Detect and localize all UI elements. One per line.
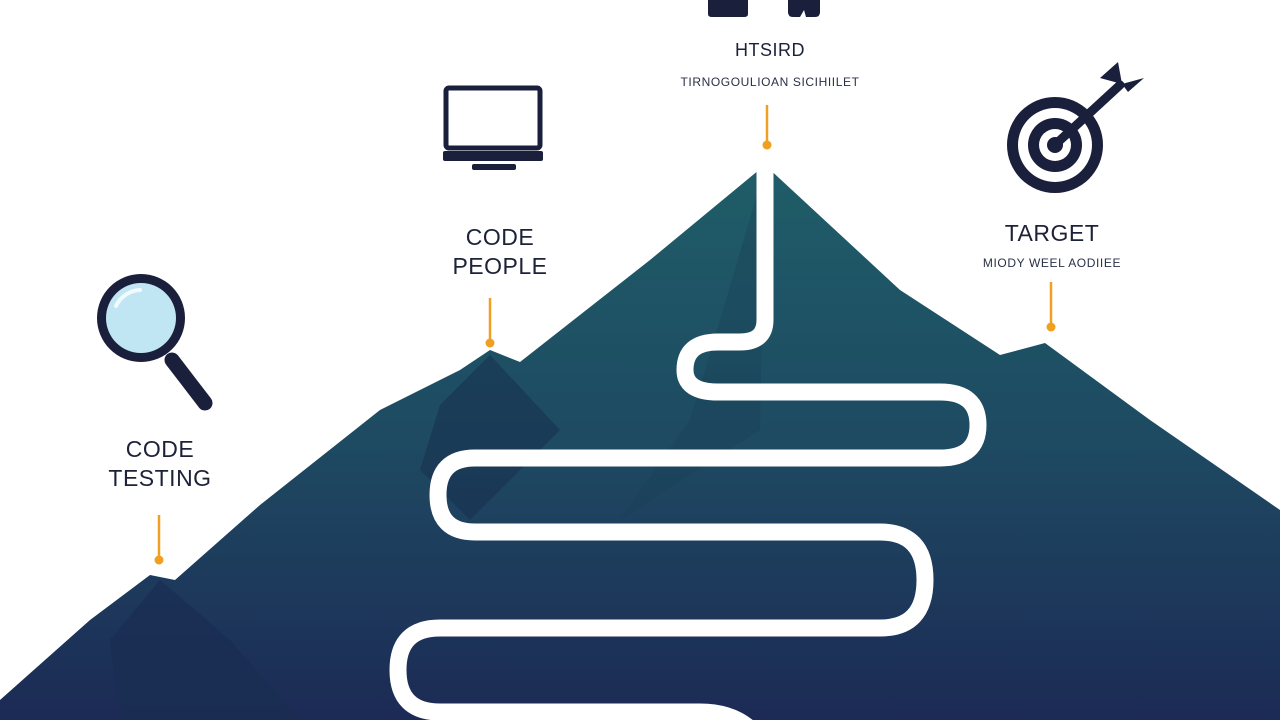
magnifier-icon bbox=[97, 274, 213, 411]
winding-path bbox=[389, 151, 987, 720]
mountain-shadow bbox=[620, 168, 765, 520]
connector-target bbox=[1046, 282, 1056, 332]
mountain-shadow bbox=[420, 355, 560, 520]
milestone-line2: TESTING bbox=[108, 465, 212, 491]
summit-subtitle: TIRNOGOULIOAN SICIHIILET bbox=[680, 75, 860, 89]
target-title: TARGET bbox=[1004, 220, 1100, 246]
summit-title: HTSIRD bbox=[735, 40, 805, 60]
milestone-line1: CODE bbox=[125, 436, 195, 462]
target-icon bbox=[1007, 62, 1144, 193]
mountain bbox=[0, 165, 1280, 720]
connector-summit bbox=[762, 105, 772, 150]
flag-icon bbox=[708, 0, 820, 17]
milestone-code-testing: CODE TESTING bbox=[60, 435, 260, 493]
milestone-line2: PEOPLE bbox=[452, 253, 548, 279]
milestone-line1: CODE bbox=[465, 224, 535, 250]
target-subtitle: MIODY WEEL AODIIEE bbox=[982, 256, 1122, 270]
connector-people bbox=[485, 298, 495, 348]
mountain-shadow bbox=[110, 580, 300, 720]
connector-testing bbox=[154, 515, 164, 565]
milestone-code-people: CODE PEOPLE bbox=[400, 223, 600, 281]
laptop-icon bbox=[443, 85, 543, 170]
